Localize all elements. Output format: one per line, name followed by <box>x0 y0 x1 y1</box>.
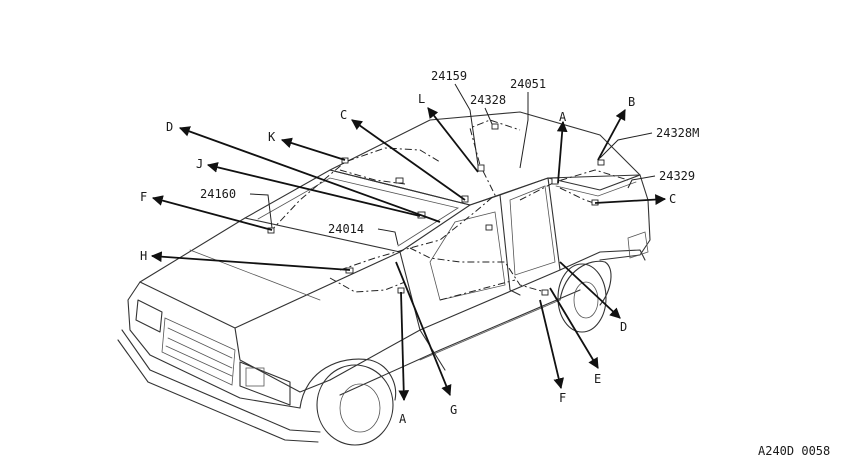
part-number-labels: 24159 24051 24328 24328M 24329 24160 240… <box>200 69 699 236</box>
arrow-f-left <box>151 195 273 231</box>
arrow-d-left <box>178 126 441 223</box>
part-label-24051: 24051 <box>510 77 546 91</box>
letter-a-top: A <box>559 110 567 124</box>
letter-h: H <box>140 249 147 263</box>
arrow-l <box>427 107 479 173</box>
arrow-a-top <box>556 120 568 184</box>
arrow-h <box>150 251 351 271</box>
arrow-k <box>280 137 346 161</box>
letter-f-bottom: F <box>559 391 566 405</box>
letter-d-right: D <box>620 320 627 334</box>
letter-e: E <box>594 372 601 386</box>
letter-c-left: C <box>340 108 347 122</box>
letter-k: K <box>268 130 276 144</box>
part-label-24160: 24160 <box>200 187 236 201</box>
part-label-24014: 24014 <box>328 222 364 236</box>
arrow-c-right <box>594 194 667 205</box>
part-label-24159: 24159 <box>431 69 467 83</box>
harness-routing <box>267 119 629 301</box>
arrow-j <box>206 162 421 217</box>
part-label-24328m: 24328M <box>656 126 699 140</box>
letter-f-left: F <box>140 190 147 204</box>
letter-d-left: D <box>166 120 173 134</box>
arrow-b <box>597 109 626 161</box>
reference-code: A240D 0058 <box>758 444 830 458</box>
letter-c-right: C <box>669 192 676 206</box>
letter-g: G <box>450 403 457 417</box>
arrow-letter-labels: L A B C C D D K J F F H E G A <box>140 92 676 426</box>
arrow-c-left <box>351 119 466 201</box>
part-leaders <box>249 83 656 246</box>
letter-b: B <box>628 95 635 109</box>
letter-j: J <box>196 157 203 171</box>
view-arrows <box>150 107 667 402</box>
car-outline <box>117 111 651 446</box>
letter-a-bottom: A <box>399 412 407 426</box>
letter-l: L <box>418 92 425 106</box>
arrow-e <box>549 287 599 369</box>
arrow-d-right <box>559 261 621 319</box>
arrow-a-bottom <box>398 291 410 402</box>
part-label-24328: 24328 <box>470 93 506 107</box>
part-label-24329: 24329 <box>659 169 695 183</box>
arrow-f-bottom <box>539 299 564 390</box>
arrow-g <box>395 261 452 397</box>
